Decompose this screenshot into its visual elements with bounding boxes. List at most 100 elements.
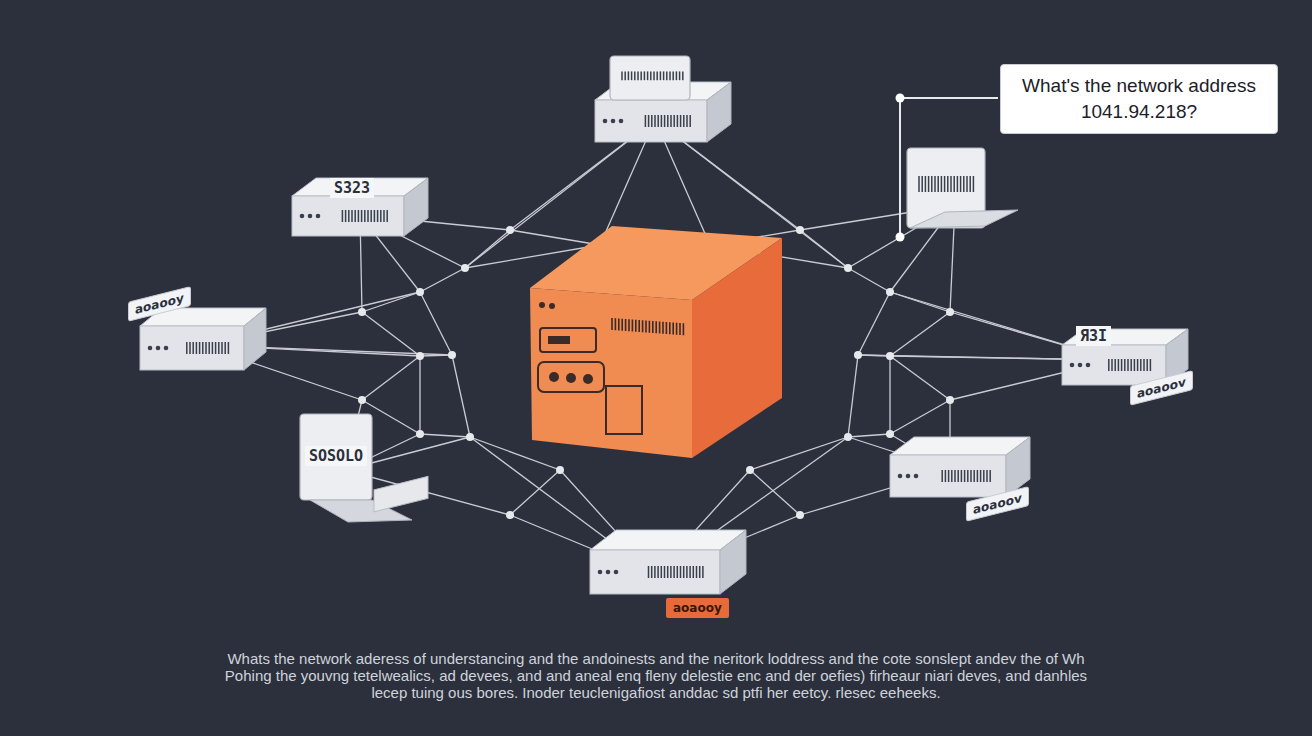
vent (1124, 359, 1126, 371)
mesh-dot (946, 308, 954, 316)
vent (189, 342, 191, 354)
vent (918, 176, 920, 192)
vent (615, 318, 617, 330)
vent (945, 470, 947, 482)
vent (941, 176, 943, 192)
mesh-dot (946, 396, 954, 404)
vent (1114, 359, 1116, 371)
mesh-line (890, 312, 950, 356)
vent (682, 71, 684, 80)
vent (621, 71, 623, 80)
mesh-dot (466, 433, 474, 441)
led (611, 119, 616, 124)
device-front (595, 100, 707, 142)
vent (652, 321, 654, 333)
vent (689, 566, 691, 578)
vent (1143, 359, 1145, 371)
vent (663, 71, 665, 80)
vent (358, 210, 360, 222)
mesh-dot (416, 288, 424, 296)
vent (654, 566, 656, 578)
led (316, 214, 321, 219)
vent (673, 566, 675, 578)
vent (618, 319, 620, 331)
vent (199, 342, 201, 354)
mesh-dot (556, 466, 564, 474)
vent (669, 322, 671, 334)
device-side (244, 308, 266, 370)
vent (205, 342, 207, 354)
vent (693, 566, 695, 578)
vent (1137, 359, 1139, 371)
mesh-lines (200, 120, 1115, 575)
device-front (890, 455, 1006, 497)
mesh-dot (796, 511, 804, 519)
vent (647, 71, 649, 80)
network-device (140, 308, 266, 370)
vent (966, 176, 968, 192)
vent (642, 320, 644, 332)
vent (973, 176, 975, 192)
vent (645, 321, 647, 333)
device-side (404, 178, 428, 236)
device-front (140, 326, 244, 370)
vent (655, 321, 657, 333)
vent (645, 115, 647, 127)
vent (212, 342, 214, 354)
vent (702, 566, 704, 578)
mesh-line (890, 356, 950, 400)
vent (686, 566, 688, 578)
mesh-line (848, 268, 890, 292)
vent (662, 322, 664, 334)
vent (644, 71, 646, 80)
vent (667, 115, 669, 127)
vent (228, 342, 230, 354)
vent (196, 342, 198, 354)
vent (186, 342, 188, 354)
vent (654, 115, 656, 127)
vent (354, 210, 356, 222)
vent (625, 319, 627, 331)
caption: Whats the network aderess of understanci… (220, 650, 1092, 701)
vent (651, 115, 653, 127)
vent (1118, 359, 1120, 371)
vent (657, 115, 659, 127)
mesh-dot (886, 288, 894, 296)
vent (637, 71, 639, 80)
mesh-line (420, 355, 452, 356)
vent (683, 566, 685, 578)
led (614, 570, 619, 575)
vent (980, 470, 982, 482)
vent (677, 566, 679, 578)
vent (679, 323, 681, 335)
vent (673, 115, 675, 127)
network-device (590, 530, 746, 594)
vent (683, 323, 685, 335)
vent (628, 71, 630, 80)
mesh-line (362, 292, 420, 312)
device-front (590, 550, 720, 594)
vent (628, 319, 630, 331)
mesh-dot (854, 351, 862, 359)
vent (380, 210, 382, 222)
vent (664, 566, 666, 578)
vent (699, 566, 701, 578)
device-top (590, 530, 746, 550)
mesh-dot (796, 226, 804, 234)
device-screen-text: SOSOLO (305, 446, 367, 466)
mesh-line (890, 400, 950, 434)
mesh-dot (358, 308, 366, 316)
vent (1140, 359, 1142, 371)
mesh-dot (844, 264, 852, 272)
vent (383, 210, 385, 222)
vent (1111, 359, 1113, 371)
mesh-line (470, 437, 560, 470)
vent (666, 71, 668, 80)
vent (215, 342, 217, 354)
vent (672, 71, 674, 80)
mesh-line (420, 434, 470, 437)
central-server-cube (530, 226, 782, 458)
vent (659, 322, 661, 334)
device-tag (374, 476, 428, 511)
led (308, 214, 313, 219)
